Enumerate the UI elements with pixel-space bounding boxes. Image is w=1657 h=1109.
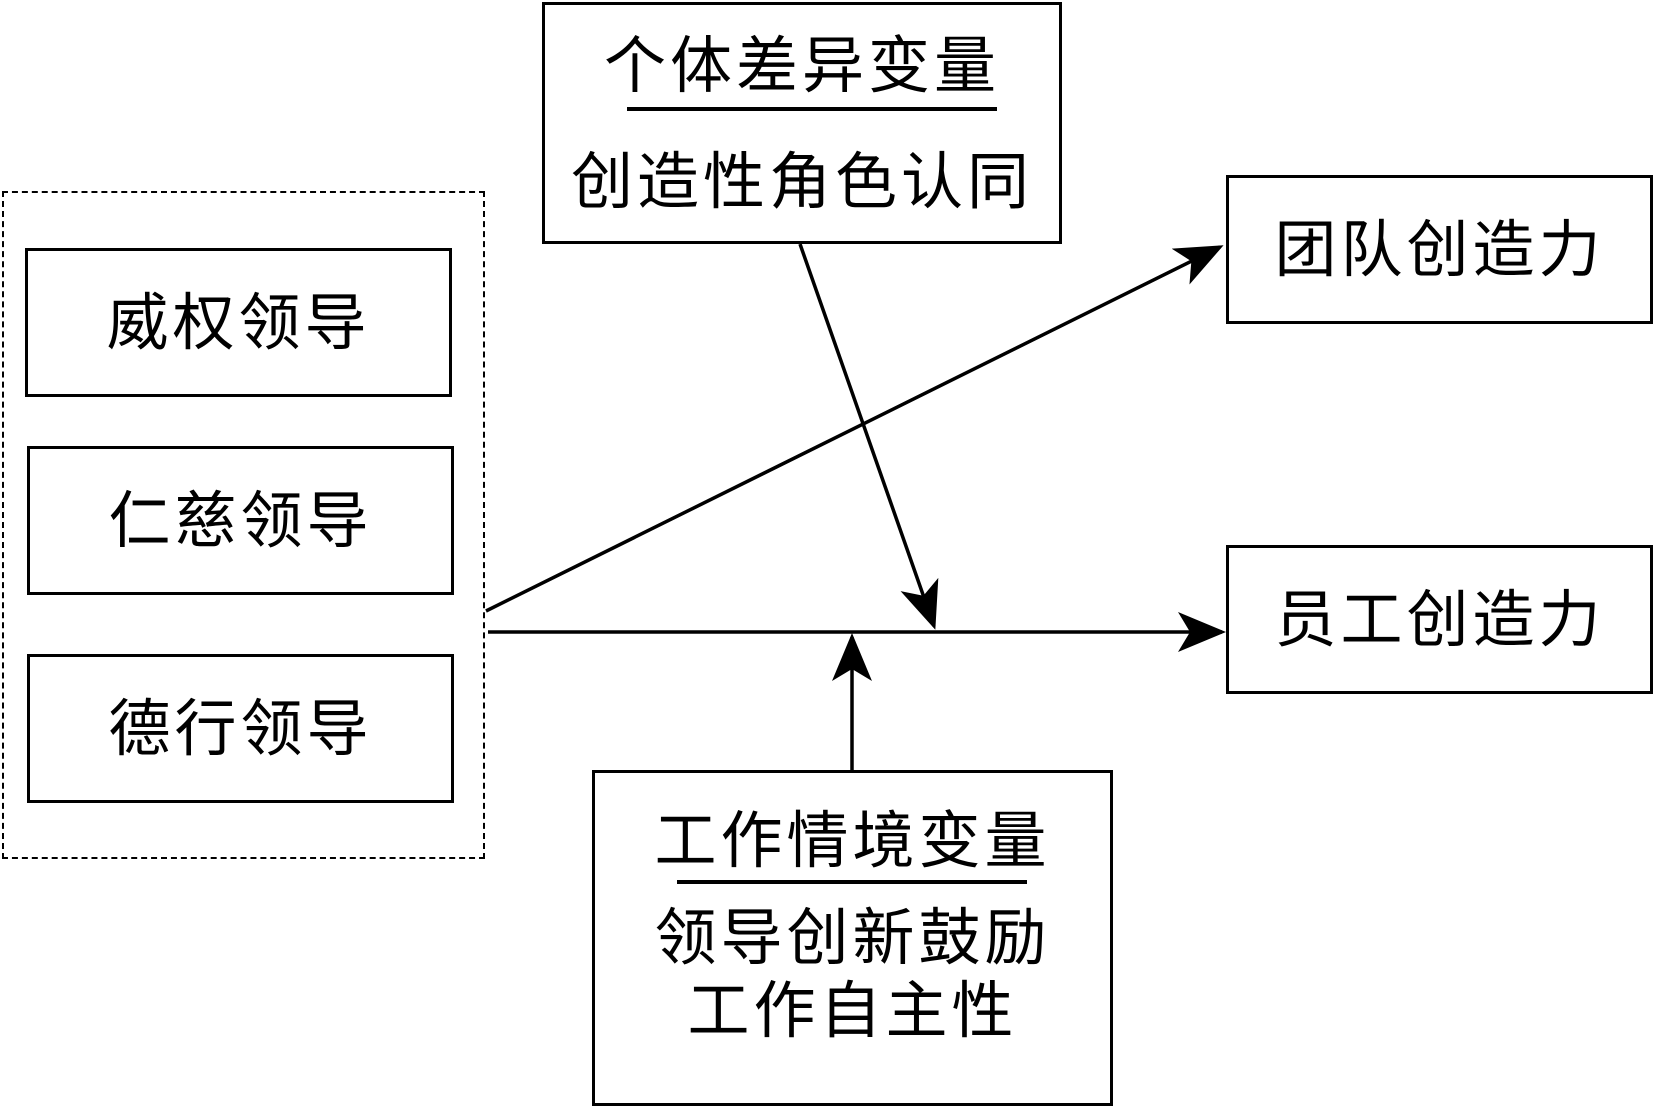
context-moderator-title: 工作情境变量 [654, 804, 1051, 877]
authoritarian-leadership-label: 威权领导 [106, 285, 371, 359]
moral-leadership-box: 德行领导 [27, 654, 454, 803]
employee-creativity-label: 员工创造力 [1274, 582, 1605, 656]
benevolent-leadership-box: 仁慈领导 [27, 446, 454, 595]
individual-moderator-box: 个体差异变量 创造性角色认同 [542, 2, 1062, 244]
individual-moderator-item: 创造性角色认同 [570, 145, 1033, 218]
context-moderator-item: 工作自主性 [687, 974, 1018, 1047]
individual-moderator-title: 个体差异变量 [603, 29, 1000, 102]
authoritarian-leadership-box: 威权领导 [25, 248, 452, 397]
leadership-group [2, 191, 485, 859]
team-creativity-label: 团队创造力 [1274, 212, 1605, 286]
arrow-to-team-creativity [485, 245, 1224, 613]
context-moderator-box: 工作情境变量 领导创新鼓励 工作自主性 [592, 770, 1113, 1106]
individual-moderator-underline [627, 107, 997, 111]
context-moderator-underline [677, 880, 1027, 884]
employee-creativity-box: 员工创造力 [1226, 545, 1653, 694]
team-creativity-box: 团队创造力 [1226, 175, 1653, 324]
benevolent-leadership-label: 仁慈领导 [108, 483, 373, 557]
arrow-individual-moderation [798, 243, 939, 630]
context-moderator-item: 领导创新鼓励 [654, 901, 1051, 974]
moral-leadership-label: 德行领导 [108, 691, 373, 765]
